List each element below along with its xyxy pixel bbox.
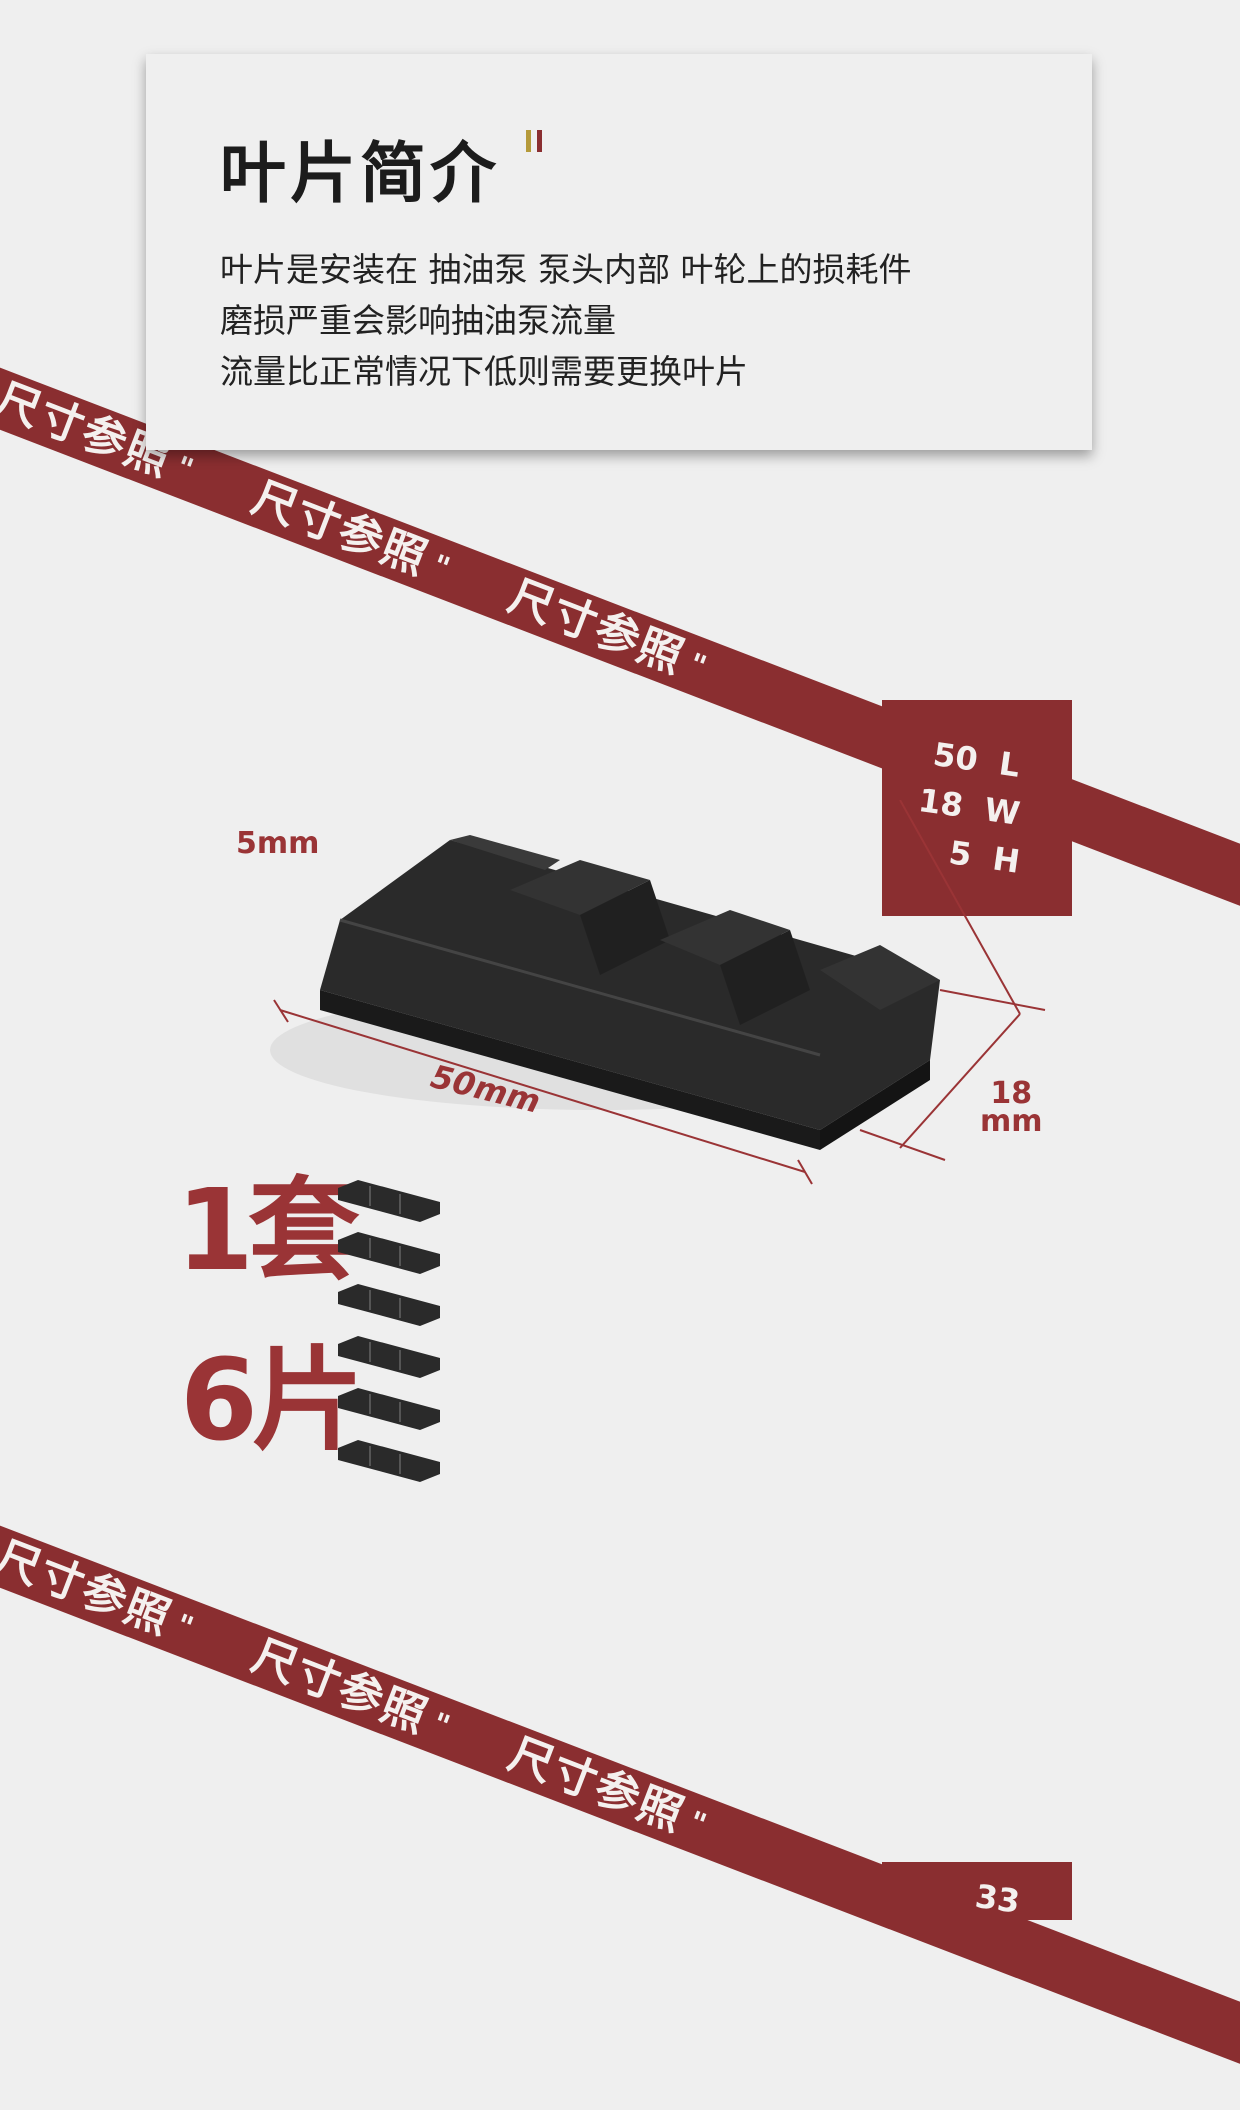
intro-title: 叶片简介 — [220, 135, 500, 212]
vane-stack-image — [338, 1180, 440, 1482]
set-count: 1套 — [176, 1166, 360, 1296]
dimensions-tab: 50 L 18 W 5 H — [882, 700, 1072, 916]
dimensions-tab-partial: 33 — [882, 1862, 1072, 1921]
width-label-value: 18 — [990, 1076, 1033, 1111]
ribbon-label: 尺寸参照 — [245, 472, 436, 586]
intro-card: 叶片简介 叶片是安装在 抽油泵 泵头内部 叶轮上的损耗件 磨损严重会影响抽油泵流… — [146, 54, 1092, 450]
width-label-unit: mm — [980, 1104, 1043, 1139]
ribbon-label: 尺寸参照 — [0, 1531, 179, 1646]
dimension-value: 50 — [930, 735, 981, 779]
height-label: 5mm — [236, 826, 320, 861]
intro-line: 磨损严重会影响抽油泵流量 — [220, 301, 616, 340]
dimension-value: 33 — [972, 1876, 1023, 1921]
ribbon-label: 尺寸参照 — [245, 1630, 436, 1744]
ribbon-label: 尺寸参照 — [501, 1728, 692, 1843]
piece-count: 6片 — [180, 1336, 364, 1466]
vane-piece — [338, 1180, 440, 1482]
dimension-unit: L — [996, 744, 1023, 785]
vane-product-image — [270, 800, 1046, 1185]
size-reference-ribbon-bottom: 尺寸参照" 尺寸参照" 尺寸参照" — [0, 1518, 1240, 2110]
width-label: 18 mm — [980, 1076, 1043, 1139]
intro-body: 叶片是安装在 抽油泵 泵头内部 叶轮上的损耗件 磨损严重会影响抽油泵流量 流量比… — [220, 244, 911, 397]
intro-line: 流量比正常情况下低则需要更换叶片 — [220, 352, 748, 391]
ribbon-label: 尺寸参照 — [501, 570, 692, 685]
intro-line: 叶片是安装在 抽油泵 泵头内部 叶轮上的损耗件 — [220, 250, 912, 289]
quote-mark-icon — [526, 130, 542, 152]
